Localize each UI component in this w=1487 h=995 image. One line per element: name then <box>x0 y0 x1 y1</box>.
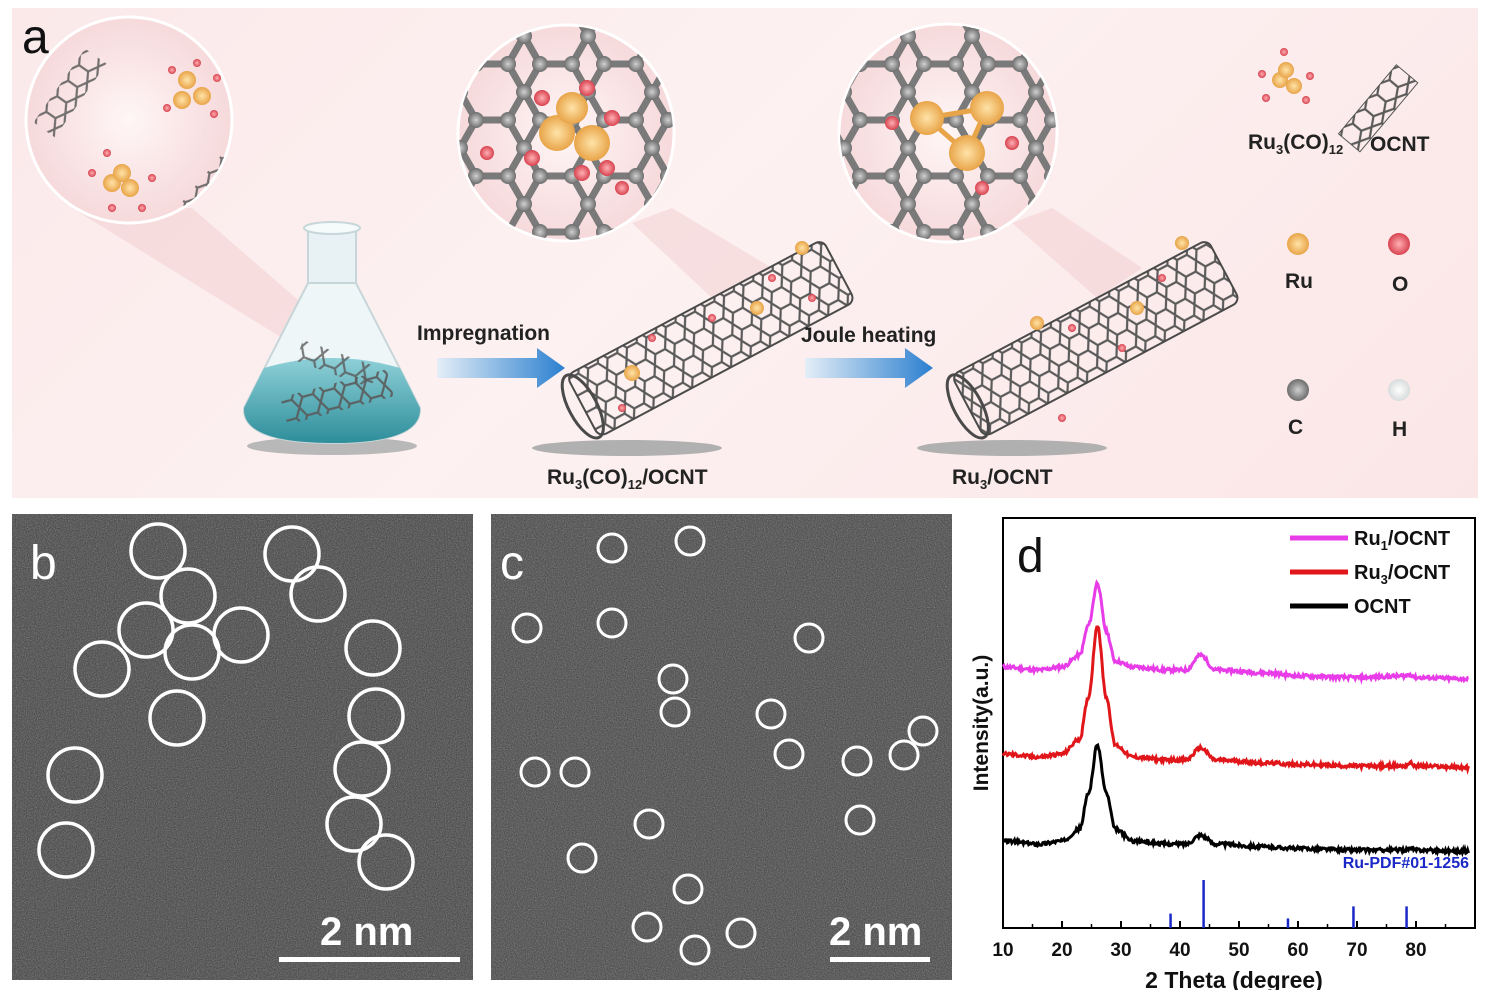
legend-o-label: O <box>1392 273 1409 296</box>
panel-c-scale-bar <box>830 957 930 962</box>
panel-c-scale-text: 2 nm <box>829 910 923 954</box>
legend-ocnt-icon <box>1337 64 1419 153</box>
x-tick-label-4: 50 <box>1228 940 1249 961</box>
panel-b-scale-text: 2 nm <box>320 910 414 954</box>
ru3co12-ocnt-label: Ru3(CO)12/OCNT <box>547 466 708 493</box>
impregnation-arrow <box>437 348 565 388</box>
x-tick-label-0: 10 <box>992 940 1013 961</box>
panel-c-circles <box>491 514 952 980</box>
nanotube-ru3-ocnt <box>917 236 1239 456</box>
xrd-series-line-0 <box>1001 579 1469 686</box>
x-axis-label: 2 Theta (degree) <box>1145 967 1323 990</box>
reference-label: Ru-PDF#01-1256 <box>1343 855 1469 872</box>
legend-label-0: Ru1/OCNT <box>1354 528 1450 553</box>
legend-ru3co12-icon <box>1258 48 1314 104</box>
joule-heating-label: Joule heating <box>801 324 937 347</box>
legend-c-ball <box>1287 379 1309 401</box>
zoom-circle-cluster <box>837 22 1059 244</box>
legend-o-ball <box>1388 233 1410 255</box>
panel-b-circles <box>12 514 473 980</box>
panel-b-scale-bar <box>279 957 460 962</box>
legend-c-label: C <box>1288 416 1304 439</box>
xrd-series-line-2 <box>1002 742 1470 858</box>
zoom-beam-1 <box>72 208 342 338</box>
ru3-ocnt-label: Ru3/OCNT <box>952 466 1053 493</box>
x-tick-label-5: 60 <box>1287 940 1308 961</box>
legend-label-1: Ru3/OCNT <box>1354 562 1450 587</box>
panel-d-xrd-chart: Ru-PDF#01-1256 10 20 30 40 50 60 70 80 2 Theta (d… <box>970 517 1476 990</box>
panel-c-stem-image: c 2 nm <box>491 514 952 980</box>
x-tick-label-1: 20 <box>1051 940 1072 961</box>
ru3co12-molecule-icon <box>88 149 156 212</box>
reaction-flask <box>242 221 422 455</box>
x-tick-label-7: 80 <box>1405 940 1426 961</box>
legend-label-2: OCNT <box>1354 596 1411 618</box>
impregnation-label: Impregnation <box>417 322 551 345</box>
y-axis-label: Intensity(a.u.) <box>970 655 993 792</box>
zoom-beam-3 <box>1012 208 1142 298</box>
panel-c-label: c <box>500 537 524 590</box>
ru3co12-molecule-icon <box>163 59 221 118</box>
synthesis-schematic <box>24 15 1419 456</box>
panel-b-label: b <box>30 537 57 590</box>
legend-ru-ball <box>1287 233 1309 255</box>
zoom-beam-2 <box>632 208 772 298</box>
xrd-series-line-1 <box>1001 625 1470 776</box>
joule-heating-arrow <box>805 348 933 388</box>
legend-ru-label: Ru <box>1285 270 1313 293</box>
panel-a-schematic: a Impregnation Joule heating Ru3(CO)12/O… <box>12 8 1478 498</box>
legend-h-label: H <box>1392 418 1408 441</box>
panel-b-stem-image: b 2 nm <box>12 514 473 980</box>
x-tick-label-3: 40 <box>1169 940 1190 961</box>
x-tick-label-2: 30 <box>1110 940 1131 961</box>
zoom-circle-adsorbed <box>456 23 676 243</box>
zoom-circle-precursor <box>24 15 234 225</box>
legend-ru3co12-label: Ru3(CO)12 <box>1248 131 1344 158</box>
legend-ocnt-label: OCNT <box>1370 133 1430 156</box>
panel-a-label: a <box>22 11 49 64</box>
panel-d-label: d <box>1017 530 1044 583</box>
legend-h-ball <box>1388 379 1410 401</box>
nanotube-ru3co12-ocnt <box>532 241 854 456</box>
x-tick-label-6: 70 <box>1346 940 1367 961</box>
